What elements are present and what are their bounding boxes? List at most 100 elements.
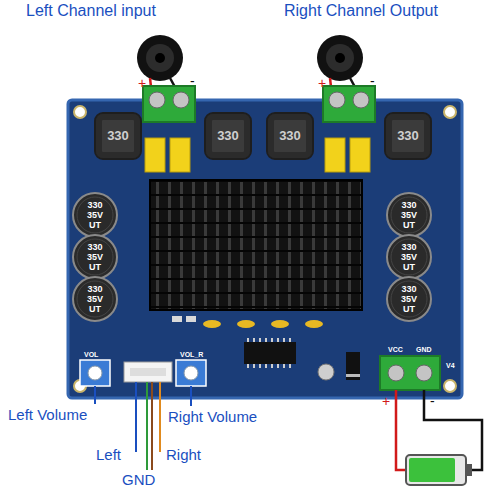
film-capacitor [325, 138, 345, 172]
potentiometer [176, 360, 206, 386]
silkscreen-label: VCC [388, 346, 403, 353]
capacitor-body [73, 277, 117, 321]
terminal-screw [388, 365, 404, 381]
capacitor-rim [391, 239, 427, 275]
ic-chip [244, 342, 296, 364]
film-capacitor [170, 138, 190, 172]
polarity-sign: - [430, 394, 435, 408]
silkscreen-label: VOL_R [180, 351, 203, 358]
mounting-hole [444, 106, 456, 118]
leader-line [94, 386, 96, 404]
inductor-value: 330 [107, 129, 129, 143]
film-capacitor [145, 138, 165, 172]
smd-resistor [186, 316, 196, 322]
ground-wire [151, 382, 153, 470]
silkscreen-label: GND [416, 346, 432, 353]
capacitor-rating: 330 35V UT [396, 200, 422, 230]
connector-slot [130, 368, 166, 376]
ceramic-capacitor [271, 320, 289, 328]
ceramic-capacitor [203, 320, 221, 328]
polarity-sign: + [382, 394, 390, 408]
diode [346, 352, 360, 380]
capacitor-body [73, 193, 117, 237]
capacitor-rim [391, 197, 427, 233]
capacitor-rating: 330 35V UT [82, 284, 108, 314]
electrolytic-capacitor: 330 35V UT [72, 192, 118, 238]
terminal-screw [416, 365, 432, 381]
capacitor-rating: 330 35V UT [396, 242, 422, 272]
potentiometer [80, 360, 110, 386]
potentiometer-knob [88, 366, 102, 380]
power-terminal [380, 356, 440, 390]
heatsink [150, 180, 362, 310]
terminal-screw [353, 92, 369, 108]
polarity-sign: - [370, 74, 375, 88]
inductor: 330 [266, 112, 314, 160]
input-connector [124, 362, 172, 382]
electrolytic-capacitor: 330 35V UT [72, 234, 118, 280]
polarity-sign: + [318, 76, 326, 90]
channel-label: Right Channel Output [284, 3, 438, 19]
leader-line [190, 386, 192, 406]
speaker-cone [326, 44, 354, 72]
electrolytic-capacitor: 330 35V UT [72, 276, 118, 322]
speaker [137, 35, 183, 81]
signal-wire-right [159, 382, 161, 452]
capacitor-rating: 330 35V UT [396, 284, 422, 314]
electrolytic-capacitor: 330 35V UT [386, 192, 432, 238]
electrolytic-capacitor: 330 35V UT [386, 276, 432, 322]
callout-label: Left Volume [8, 407, 87, 422]
battery [406, 455, 466, 485]
screw-terminal [143, 86, 195, 122]
terminal-screw [329, 92, 345, 108]
inductor-value: 330 [217, 129, 239, 143]
smd-resistor [172, 316, 182, 322]
mounting-hole [74, 106, 86, 118]
polarity-sign: + [138, 76, 146, 90]
speaker-dust-cap [155, 53, 165, 63]
ceramic-capacitor [237, 320, 255, 328]
signal-wire-left [135, 382, 137, 452]
power-wire-positive [396, 390, 406, 470]
capacitor-rim [77, 239, 113, 275]
polarity-sign: - [190, 74, 195, 88]
capacitor-body [387, 235, 431, 279]
capacitor-rim [77, 197, 113, 233]
capacitor-rim [391, 281, 427, 317]
ceramic-capacitor [305, 320, 323, 328]
speaker-dust-cap [335, 53, 345, 63]
battery-terminal [466, 464, 472, 476]
callout-label: Right Volume [168, 409, 257, 424]
capacitor-rating: 330 35V UT [82, 200, 108, 230]
screw-terminal [323, 86, 375, 122]
battery-charge [409, 458, 455, 482]
inductor-value: 330 [279, 129, 301, 143]
diode-band [346, 374, 360, 377]
mounting-hole [444, 380, 456, 392]
electrolytic-capacitor: 330 35V UT [386, 234, 432, 280]
channel-label: Left Channel input [26, 3, 156, 19]
wire-label: Left [96, 447, 121, 462]
terminal-screw [149, 92, 165, 108]
silkscreen-label: V4 [446, 362, 455, 369]
ic-pins [248, 338, 290, 368]
inductor: 330 [384, 112, 432, 160]
capacitor-rating: 330 35V UT [82, 242, 108, 272]
film-capacitor [350, 138, 370, 172]
capacitor-body [387, 193, 431, 237]
capacitor-body [387, 277, 431, 321]
small-capacitor [318, 364, 334, 380]
circuit-board [68, 100, 462, 398]
speaker-cone [146, 44, 174, 72]
inductor-value: 330 [397, 129, 419, 143]
speaker [317, 35, 363, 81]
inductor: 330 [204, 112, 252, 160]
inductor: 330 [94, 112, 142, 160]
terminal-screw [173, 92, 189, 108]
potentiometer-knob [184, 366, 198, 380]
wire-label: GND [122, 472, 155, 487]
silkscreen-label: VOL [84, 351, 98, 358]
capacitor-body [73, 235, 117, 279]
